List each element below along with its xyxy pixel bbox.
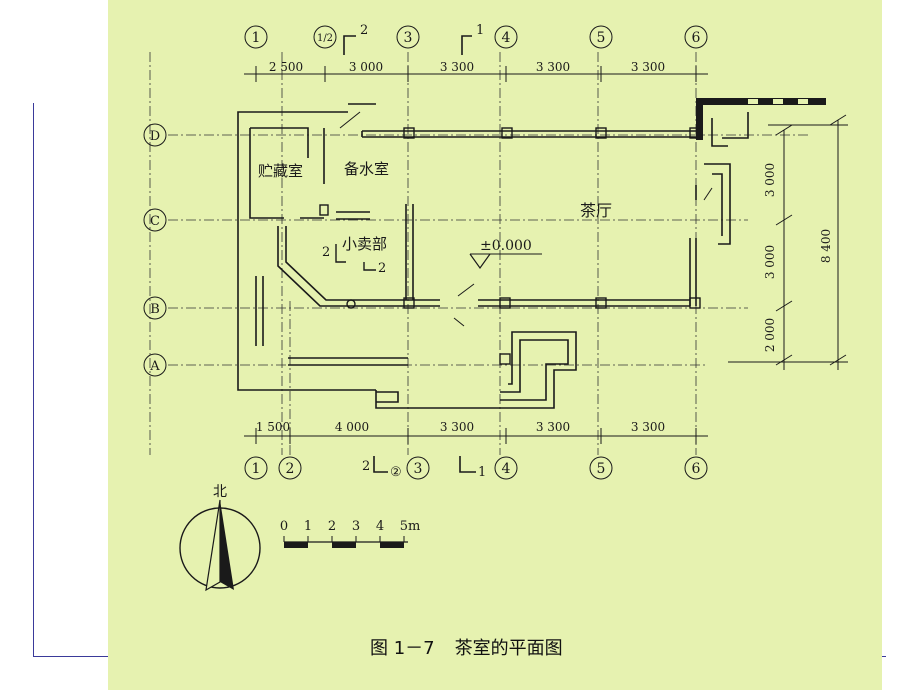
axis-bubble-bottom-3: 3 [406, 456, 430, 480]
section-mark-bottom-right-label: 1 [478, 465, 486, 480]
dim-bottom-2: 4 000 [335, 420, 369, 434]
figure-number: 图 1－7 [370, 638, 435, 659]
axis-bubble-bottom-6: 6 [684, 456, 708, 480]
dim-top-5: 3 300 [631, 60, 665, 74]
svg-text:B: B [150, 302, 160, 317]
dim-bottom-4: 3 300 [536, 420, 570, 434]
axis-bubble-bottom-5: 5 [589, 456, 613, 480]
right-dimension-lines [728, 114, 848, 370]
bottom-axis-markers: 1 2 3 4 5 6 [244, 456, 708, 480]
room-water-prep-label: 备水室 [344, 160, 389, 178]
axis-bubble-top-6: 6 [684, 25, 708, 49]
north-label: 北 [213, 484, 227, 500]
top-dimension-labels: 2 500 3 000 3 300 3 300 3 300 [269, 60, 665, 74]
thick-wall-northeast [696, 98, 826, 140]
svg-text:A: A [149, 359, 160, 374]
dim-top-2: 3 000 [349, 60, 383, 74]
scale-bar: 0 1 2 3 4 5m [280, 519, 420, 548]
room-storage-label: 贮藏室 [258, 162, 303, 180]
room-shop-label: 小卖部 [342, 235, 387, 253]
drawing-plate: 1 1/2 3 4 5 6 2 1 2 500 3 000 3 300 3 30… [108, 0, 882, 690]
section-mark-shop-left-label: 2 [322, 245, 330, 260]
dim-right-3: 2 000 [763, 318, 777, 352]
svg-text:3: 3 [404, 30, 413, 46]
section-mark-bottom-circle-label: ② [390, 465, 402, 480]
svg-text:5: 5 [597, 461, 606, 477]
scale-tick-0: 0 [280, 519, 288, 534]
floor-plan-drawing: 1 1/2 3 4 5 6 2 1 2 500 3 000 3 300 3 30… [143, 23, 848, 592]
room-hall-label: 茶厅 [580, 201, 612, 220]
bottom-dimension-line [244, 428, 708, 444]
svg-text:4: 4 [502, 461, 511, 477]
columns [319, 127, 701, 365]
scale-tick-4: 4 [376, 519, 384, 534]
axis-bubble-D: D [143, 123, 167, 147]
figure-title: 茶室的平面图 [454, 638, 563, 659]
elevation-mark: ±0.000 [469, 238, 542, 270]
dim-right-2: 3 000 [763, 245, 777, 279]
axis-bubble-bottom-2: 2 [278, 456, 302, 480]
dim-top-3: 3 300 [440, 60, 474, 74]
dim-top-1: 2 500 [269, 60, 303, 74]
dim-top-4: 3 300 [536, 60, 570, 74]
axis-bubble-top-1-2: 1/2 [313, 25, 337, 49]
axis-bubble-C: C [143, 208, 167, 232]
svg-text:D: D [150, 129, 160, 144]
top-axis-markers: 1 1/2 3 4 5 6 [244, 25, 708, 49]
top-dimension-line [244, 66, 708, 82]
axis-bubble-A: A [143, 353, 167, 377]
dim-bottom-5: 3 300 [631, 420, 665, 434]
axis-bubble-top-1: 1 [244, 25, 268, 49]
section-mark-top-right-label: 1 [476, 23, 484, 38]
section-mark-bottom [373, 456, 476, 473]
dim-right-1: 3 000 [763, 163, 777, 197]
bottom-dimension-labels: 1 500 4 000 3 300 3 300 3 300 [256, 420, 665, 434]
scale-tick-3: 3 [352, 519, 360, 534]
svg-text:1/2: 1/2 [317, 33, 333, 44]
axis-bubble-top-3: 3 [396, 25, 420, 49]
left-axis-markers: D C B A [143, 123, 167, 377]
walls [237, 103, 749, 409]
svg-text:6: 6 [692, 30, 701, 46]
section-mark-shop-right-label: 2 [378, 261, 386, 276]
svg-text:6: 6 [692, 461, 701, 477]
section-mark-shop [335, 244, 376, 271]
scale-tick-5: 5m [400, 519, 421, 534]
svg-text:2: 2 [286, 461, 295, 477]
axis-bubble-bottom-4: 4 [494, 456, 518, 480]
section-mark-top-left-label: 2 [360, 23, 368, 38]
figure-caption: 图 1－7 茶室的平面图 [370, 634, 583, 660]
axis-bubble-top-5: 5 [589, 25, 613, 49]
svg-text:C: C [150, 214, 160, 229]
svg-text:3: 3 [414, 461, 423, 477]
scale-tick-1: 1 [304, 519, 312, 534]
scale-tick-2: 2 [328, 519, 336, 534]
doors [339, 111, 713, 327]
section-mark-top [343, 35, 472, 55]
section-mark-bottom-left-label: 2 [362, 459, 370, 474]
svg-text:±0.000: ±0.000 [480, 238, 532, 254]
axis-bubble-bottom-1: 1 [244, 456, 268, 480]
axis-bubble-top-4: 4 [494, 25, 518, 49]
svg-text:1: 1 [252, 30, 261, 46]
north-arrow: 北 [179, 484, 261, 592]
dim-bottom-1: 1 500 [256, 420, 290, 434]
dim-right-total: 8 400 [819, 229, 833, 263]
right-dimension-labels: 3 000 3 000 2 000 8 400 [763, 163, 833, 352]
svg-text:5: 5 [597, 30, 606, 46]
dim-bottom-3: 3 300 [440, 420, 474, 434]
svg-text:1: 1 [252, 461, 261, 477]
svg-text:4: 4 [502, 30, 511, 46]
axis-bubble-B: B [143, 296, 167, 320]
